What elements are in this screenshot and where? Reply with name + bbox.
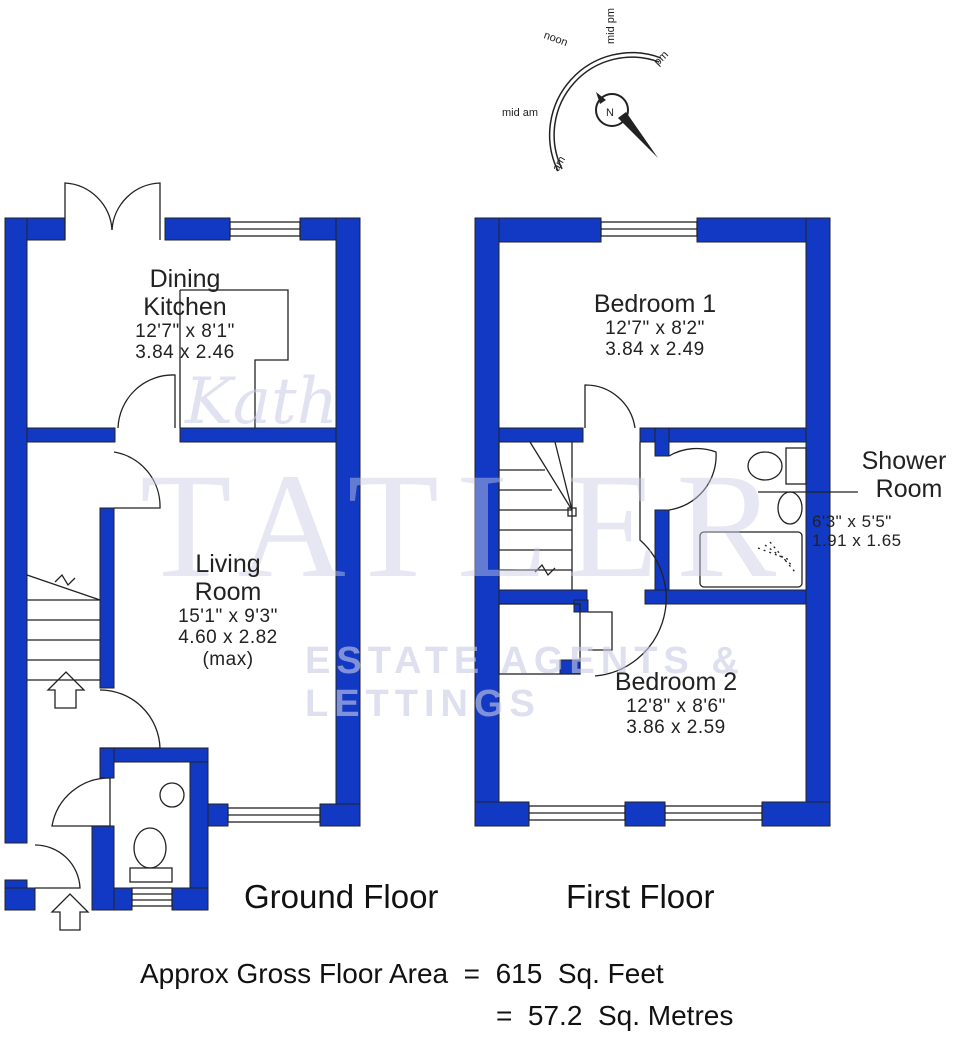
room-imperial: 12'7" x 8'2" [605,318,705,339]
ground-floor-walls [4,217,361,911]
room-name: Dining [149,265,221,293]
shower-tray [699,531,803,588]
ground-stairs [26,573,101,681]
kitchen-worktop [180,289,289,428]
room-metric: 4.60 x 2.82 [178,627,278,649]
room-shower-room: Shower Room [838,447,970,503]
entry-arrow [50,893,90,931]
room-imperial: 15'1" x 9'3" [178,606,278,627]
french-door-left [64,182,113,240]
svg-text:noon: noon [542,29,569,49]
watermark-logo: TATLER [140,443,795,609]
floor-label-first: First Floor [566,878,715,915]
room-metric: 1.91 x 1.65 [812,531,902,551]
shower-door [668,447,717,511]
svg-text:mid am: mid am [502,107,538,119]
room-bedroom-1: Bedroom 1 12'7" x 8'2" 3.84 x 2.49 [555,290,755,361]
compass-north: N [606,107,614,119]
room-name: Room [194,578,262,606]
svg-text:mid pm: mid pm [605,8,617,44]
watermark-script: Kath [185,365,338,439]
bedroom1-door [584,384,636,429]
wc-basin [159,782,185,808]
room-living-room: Living Room 15'1" x 9'3" 4.60 x 2.82 (ma… [128,550,328,670]
toilet-cistern [785,447,807,485]
window-wc [131,887,173,907]
room-imperial: 12'8" x 8'6" [626,696,726,717]
room-name: Kitchen [143,293,227,321]
living-door [113,451,161,509]
room-bedroom-2: Bedroom 2 12'8" x 8'6" 3.86 x 2.59 [576,668,776,739]
compass: N am mid am noon mid pm pm [502,8,671,174]
room-name: Room [875,475,943,503]
shower-toilet [747,451,783,481]
room-metric: 3.86 x 2.59 [626,717,726,739]
gross-area-metric: = 57.2 Sq. Metres [496,1000,734,1031]
cupboard-outline [498,603,581,675]
room-metric: 3.84 x 2.49 [605,339,705,361]
front-door [34,844,81,889]
gross-area-imperial: Approx Gross Floor Area = 615 Sq. Feet [140,958,664,989]
room-name: Bedroom 2 [614,668,738,696]
room-name: Bedroom 1 [593,290,717,318]
room-imperial: 12'7" x 8'1" [135,321,235,342]
room-name: Living [195,550,261,578]
compass-needle-head [618,112,658,158]
french-door-right [111,182,161,240]
bedroom2-door [588,611,613,651]
room-note: (max) [202,648,254,670]
fixtures [26,182,858,931]
compass-needle-tail [596,92,606,104]
floor-label-ground: Ground Floor [244,878,439,915]
wc-door [51,777,111,827]
watermark-tagline: ESTATE AGENTS & LETTINGS [305,640,745,725]
room-dining-kitchen: Dining Kitchen 12'7" x 8'1" 3.84 x 2.46 [95,265,275,364]
up-arrow-stairs [46,671,86,709]
room-metric: 3.84 x 2.46 [135,342,235,364]
first-floor-walls [474,217,831,827]
kitchen-door [117,374,176,429]
landing-curve [594,442,667,677]
room-imperial: 6'3" x 5'5" [812,512,892,531]
room-shower-dims: 6'3" x 5'5" 1.91 x 1.65 [812,512,978,550]
room-name: Shower [861,447,947,475]
hall-door [99,689,161,749]
first-stairs [498,441,577,590]
wc-toilet [133,827,167,869]
svg-text:pm: pm [652,49,671,68]
